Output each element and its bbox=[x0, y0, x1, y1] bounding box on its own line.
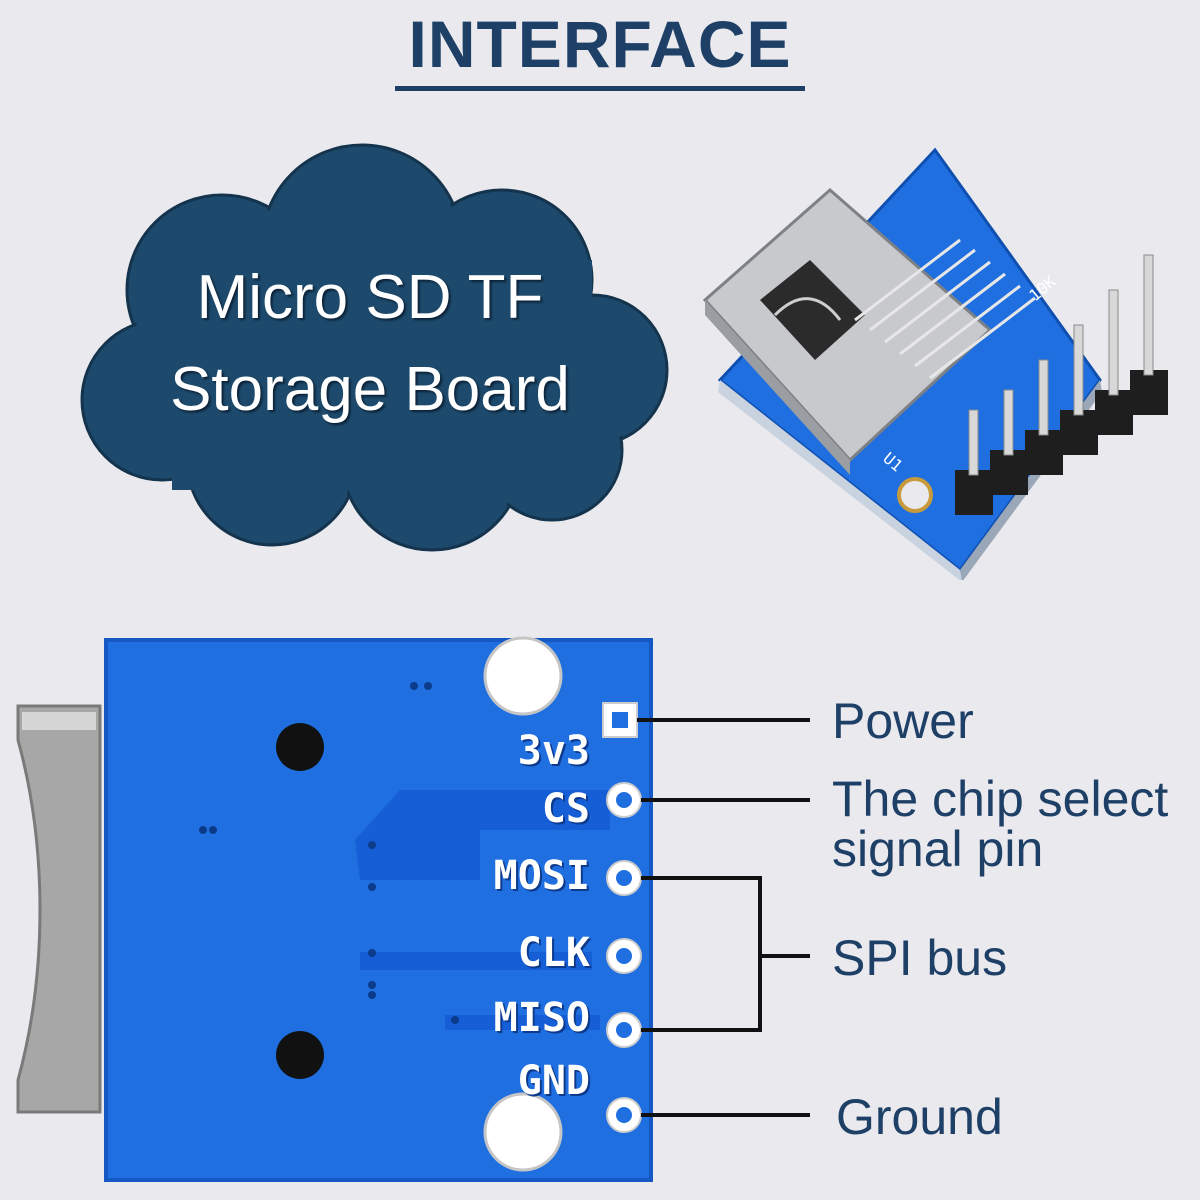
callout-spi-bus: SPI bus bbox=[832, 930, 1008, 986]
module-photo: 10K U1 bbox=[702, 147, 1168, 580]
callout-ground: Ground bbox=[836, 1089, 1003, 1145]
mounting-pad-top bbox=[483, 636, 563, 716]
pin-label-clk: CLK bbox=[517, 930, 590, 976]
pin-label-cs: CS bbox=[541, 786, 590, 832]
cloud-bubble bbox=[80, 143, 669, 552]
mounting-hole-bottom-left bbox=[276, 1031, 324, 1079]
cloud-caption-line-1: Micro SD TF bbox=[196, 263, 544, 332]
mounting-hole bbox=[897, 477, 933, 513]
pin-label-gnd: GND bbox=[517, 1058, 590, 1104]
cloud-caption: Micro SD TF Storage Board bbox=[100, 252, 640, 436]
mounting-pad-bottom bbox=[483, 1092, 563, 1172]
callout-power: Power bbox=[832, 693, 974, 749]
pin-label-mosi: MOSI bbox=[493, 853, 590, 899]
pcb-back bbox=[106, 640, 651, 1180]
page-title: INTERFACE bbox=[408, 7, 792, 81]
callout-chip-select-line-2: signal pin bbox=[832, 821, 1044, 877]
leader-lines bbox=[637, 718, 810, 1117]
pin-label-miso: MISO bbox=[493, 995, 590, 1041]
header-pins bbox=[955, 254, 1168, 515]
title-underline bbox=[395, 86, 805, 91]
callout-chip-select: The chip select signal pin bbox=[832, 774, 1168, 874]
card-slot-edge bbox=[16, 704, 102, 1114]
cloud-caption-line-2: Storage Board bbox=[170, 355, 570, 424]
pin-label-3v3: 3v3 bbox=[517, 728, 590, 774]
callout-chip-select-line-1: The chip select bbox=[832, 771, 1169, 827]
mounting-hole-top-left bbox=[276, 723, 324, 771]
